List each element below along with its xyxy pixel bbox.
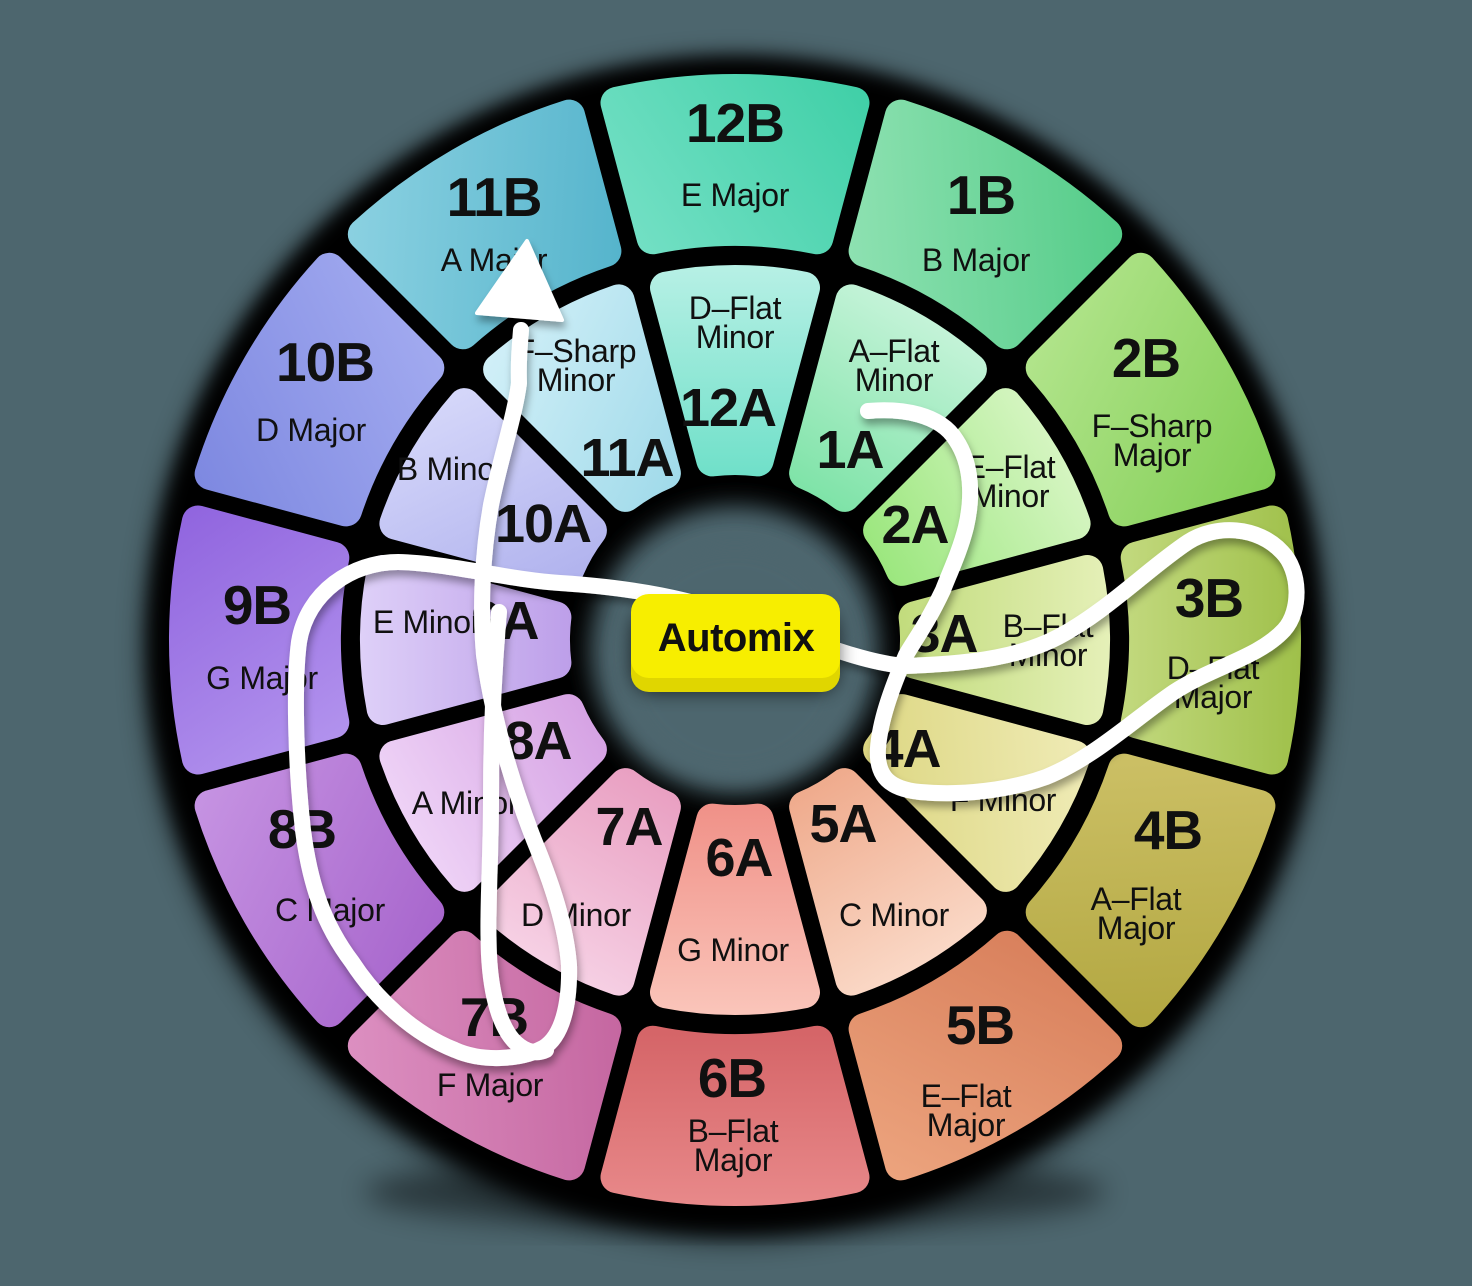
svg-text:C Minor: C Minor	[839, 897, 950, 933]
svg-text:5B: 5B	[946, 994, 1014, 1056]
svg-text:Minor: Minor	[971, 478, 1050, 514]
svg-text:F–Sharp: F–Sharp	[516, 333, 637, 369]
svg-text:11B: 11B	[447, 166, 542, 228]
svg-text:8A: 8A	[504, 711, 571, 771]
svg-text:E–Flat: E–Flat	[965, 449, 1056, 485]
svg-text:9B: 9B	[223, 574, 291, 636]
svg-text:E Major: E Major	[681, 177, 790, 213]
svg-text:Major: Major	[927, 1107, 1006, 1143]
svg-text:Minor: Minor	[696, 319, 775, 355]
svg-text:6B: 6B	[698, 1047, 766, 1109]
svg-text:G Minor: G Minor	[677, 932, 789, 968]
svg-text:B Minor: B Minor	[397, 451, 506, 487]
svg-text:Major: Major	[1113, 437, 1192, 473]
svg-text:5A: 5A	[809, 794, 876, 854]
svg-text:12B: 12B	[686, 92, 784, 154]
svg-text:10B: 10B	[276, 331, 374, 393]
svg-text:A–Flat: A–Flat	[1091, 881, 1182, 917]
svg-text:2B: 2B	[1112, 327, 1180, 389]
svg-text:B Major: B Major	[922, 242, 1031, 278]
svg-text:F–Sharp: F–Sharp	[1092, 408, 1213, 444]
svg-text:Minor: Minor	[537, 362, 616, 398]
svg-text:1A: 1A	[816, 420, 883, 480]
svg-text:E Minor: E Minor	[373, 604, 482, 640]
svg-text:Major: Major	[1097, 910, 1176, 946]
svg-text:Minor: Minor	[855, 362, 934, 398]
svg-text:10A: 10A	[495, 494, 591, 554]
svg-text:2A: 2A	[881, 495, 948, 555]
svg-text:1B: 1B	[947, 164, 1015, 226]
svg-text:7A: 7A	[595, 797, 662, 857]
svg-text:D Major: D Major	[256, 412, 367, 448]
svg-text:Major: Major	[694, 1142, 773, 1178]
svg-text:12A: 12A	[680, 378, 776, 438]
svg-text:E–Flat: E–Flat	[921, 1078, 1012, 1114]
svg-text:A–Flat: A–Flat	[849, 333, 940, 369]
svg-text:D Minor: D Minor	[521, 897, 632, 933]
svg-text:3B: 3B	[1175, 567, 1243, 629]
svg-text:4B: 4B	[1134, 799, 1202, 861]
svg-text:Automix: Automix	[658, 616, 815, 660]
svg-text:A Minor: A Minor	[412, 785, 519, 821]
svg-text:D–Flat: D–Flat	[689, 290, 782, 326]
svg-text:6A: 6A	[705, 828, 772, 888]
svg-text:F Major: F Major	[437, 1067, 544, 1103]
svg-text:11A: 11A	[580, 428, 673, 488]
svg-text:B–Flat: B–Flat	[688, 1113, 779, 1149]
